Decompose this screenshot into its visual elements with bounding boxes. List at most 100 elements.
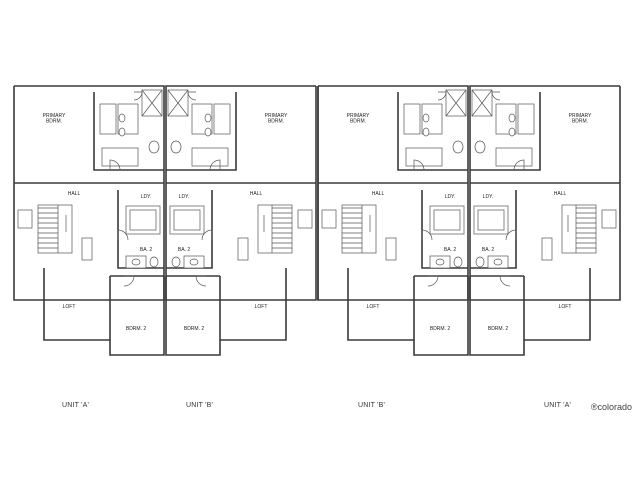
room-label-loft: LOFT [559,304,572,310]
hall-closet [81,237,93,261]
sink-icon [204,113,212,123]
unit-label-3: UNIT 'B' [358,402,386,409]
room-label-bdrm2: BDRM. 2 [430,326,451,332]
walk-in-closet [191,147,229,167]
sink-icon [204,127,212,137]
core-wall [421,190,468,269]
linen-closet [17,209,33,229]
primary-bath-wall [166,92,237,171]
loft-wall [347,268,469,356]
walk-in-closet [405,147,443,167]
hall-closet [385,237,397,261]
door-swing [413,159,425,171]
loft-wall [165,268,287,356]
unit-plan-2 [165,85,317,356]
room-label-ba2: BA. 2 [140,247,152,253]
core-wall [470,190,517,269]
room-label-hall: HALL [68,191,81,197]
room-label-hall: HALL [554,191,567,197]
shower-mark [141,89,163,117]
sink-icon [118,113,126,123]
door-swing [123,275,135,287]
sink-icon [422,127,430,137]
room-label-ldy: LDY. [445,194,455,200]
loft-wall [469,268,591,356]
core-wall [166,190,213,269]
laundry-tub [473,205,509,235]
door-swing [505,229,517,241]
unit-plan-3 [317,85,469,356]
sink-icon [508,113,516,123]
shower-mark [471,89,493,117]
linen-closet [297,209,313,229]
sink-icon [435,258,445,266]
unit-label-1: UNIT 'A' [62,402,90,409]
sink-icon [131,258,141,266]
sink-icon [508,127,516,137]
primary-bath-wall [93,92,164,171]
door-swing [109,159,121,171]
room-label-ldy: LDY. [483,194,493,200]
linen-closet [321,209,337,229]
room-label-loft: LOFT [63,304,76,310]
toilet-icon [171,256,181,268]
door-swing [133,91,143,101]
door-swing [427,275,439,287]
room-label-bdrm2: BDRM. 2 [126,326,147,332]
hall-closet [237,237,249,261]
door-swing [437,91,447,101]
primary-closet [403,103,421,135]
walk-in-closet [495,147,533,167]
primary-bath-wall [470,92,541,171]
primary-bath-wall [397,92,468,171]
room-label-ldy: LDY. [179,194,189,200]
door-swing [491,91,501,101]
room-label-hall: HALL [372,191,385,197]
primary-vanity [191,103,213,135]
primary-vanity [117,103,139,135]
primary-vanity [421,103,443,135]
tub-inner [173,209,201,231]
toilet-icon [475,256,485,268]
toilet-icon [474,140,486,154]
laundry-tub [125,205,161,235]
room-label-ba2: BA. 2 [482,247,494,253]
stair-block [257,204,293,254]
shower-mark [445,89,467,117]
unit-label-4: UNIT 'A' [544,402,572,409]
sink-icon [422,113,430,123]
door-swing [209,159,221,171]
linen-closet [601,209,617,229]
room-label-loft: LOFT [255,304,268,310]
room-label-ldy: LDY. [141,194,151,200]
stair-block [561,204,597,254]
unit-plan-1 [13,85,165,356]
door-swing [499,275,511,287]
room-label-hall: HALL [250,191,263,197]
shower-mark [167,89,189,117]
door-swing [195,275,207,287]
toilet-icon [148,140,160,154]
room-label-loft: LOFT [367,304,380,310]
toilet-icon [170,140,182,154]
room-label-bdrm2: BDRM. 2 [488,326,509,332]
stair-block [37,204,73,254]
sink-icon [189,258,199,266]
door-swing [187,91,197,101]
unit-plan-4 [469,85,621,356]
toilet-icon [452,140,464,154]
tub-inner [477,209,505,231]
hall-closet [541,237,553,261]
toilet-icon [453,256,463,268]
room-label-ba2: BA. 2 [444,247,456,253]
laundry-tub [169,205,205,235]
tub-inner [129,209,157,231]
door-swing [117,229,129,241]
watermark-logo: ®colorado [590,402,632,412]
sink-icon [118,127,126,137]
laundry-tub [429,205,465,235]
